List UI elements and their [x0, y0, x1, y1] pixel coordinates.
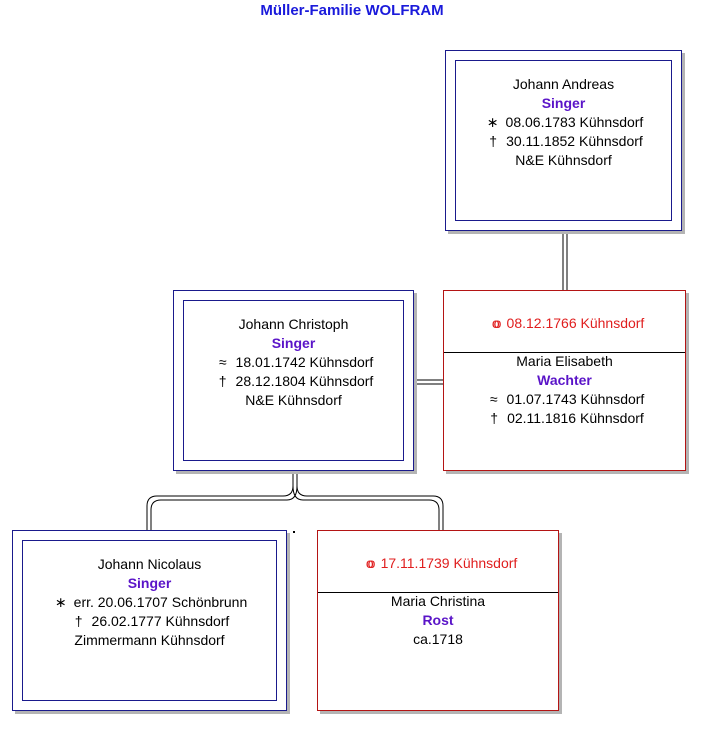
- birth-icon: ∗: [54, 594, 67, 610]
- spouse-birth: ca.1718: [413, 631, 463, 647]
- spouse-details: Maria Elisabeth Wachter ≈ 01.07.1743 Küh…: [444, 352, 685, 428]
- baptism-line: ≈ 01.07.1743 Kühnsdorf: [444, 390, 685, 409]
- chart-title: Müller-Familie WOLFRAM: [260, 2, 444, 19]
- spouse-box-maria-elisabeth[interactable]: oo 08.12.1766 Kühnsdorf Maria Elisabeth …: [443, 290, 686, 471]
- death-icon: †: [489, 133, 498, 149]
- spouse-name: Maria Christina: [390, 593, 486, 609]
- person-note: N&E Kühnsdorf: [515, 152, 612, 168]
- person-details: Johann Christoph Singer ≈ 18.01.1742 Küh…: [174, 315, 413, 410]
- marriage-rings-icon: oo: [365, 555, 376, 571]
- death-line: † 02.11.1816 Kühnsdorf: [444, 409, 685, 428]
- spouse-details: Maria Christina Rost ca.1718: [318, 592, 558, 649]
- person-name: Johann Nicolaus: [97, 556, 202, 572]
- connector-line-3b: [150, 470, 298, 530]
- birth-date: err. 20.06.1707 Schönbrunn: [73, 594, 248, 610]
- person-note: Zimmermann Kühnsdorf: [74, 632, 225, 648]
- spouse-divider: [318, 592, 558, 593]
- baptism-icon: ≈: [218, 354, 227, 370]
- person-details: Johann Andreas Singer ∗ 08.06.1783 Kühns…: [446, 75, 681, 170]
- birth-date: 08.06.1783 Kühnsdorf: [505, 114, 644, 130]
- birth-icon: ∗: [486, 114, 499, 130]
- marriage-rings-icon: oo: [491, 315, 502, 331]
- marriage-date: 08.12.1766 Kühnsdorf: [506, 315, 645, 331]
- death-date: 28.12.1804 Kühnsdorf: [235, 373, 374, 389]
- death-date: 26.02.1777 Kühnsdorf: [91, 613, 230, 629]
- spouse-name: Maria Elisabeth: [516, 353, 613, 369]
- person-note: N&E Kühnsdorf: [245, 392, 342, 408]
- death-line: † 26.02.1777 Kühnsdorf: [13, 612, 286, 631]
- marriage-line: oo 08.12.1766 Kühnsdorf: [444, 315, 685, 331]
- person-surname: Singer: [271, 335, 316, 351]
- death-icon: †: [490, 410, 499, 426]
- death-line: † 28.12.1804 Kühnsdorf: [174, 372, 413, 391]
- death-date: 30.11.1852 Kühnsdorf: [506, 133, 643, 149]
- marriage-date: 17.11.1739 Kühnsdorf: [380, 555, 518, 571]
- connector-line-3c: [292, 470, 440, 530]
- baptism-icon: ≈: [489, 391, 498, 407]
- marriage-line: oo 17.11.1739 Kühnsdorf: [318, 555, 558, 571]
- spouse-divider: [444, 352, 685, 353]
- baptism-date: 18.01.1742 Kühnsdorf: [235, 354, 374, 370]
- person-box-johann-christoph[interactable]: Johann Christoph Singer ≈ 18.01.1742 Küh…: [173, 290, 414, 471]
- birth-line: ∗ err. 20.06.1707 Schönbrunn: [13, 593, 286, 612]
- connector-line-3a: [146, 470, 294, 530]
- person-details: Johann Nicolaus Singer ∗ err. 20.06.1707…: [13, 555, 286, 650]
- spouse-surname: Wachter: [537, 372, 592, 388]
- baptism-line: ≈ 18.01.1742 Kühnsdorf: [174, 353, 413, 372]
- person-surname: Singer: [127, 575, 172, 591]
- person-name: Johann Christoph: [238, 316, 349, 332]
- person-box-johann-andreas[interactable]: Johann Andreas Singer ∗ 08.06.1783 Kühns…: [445, 50, 682, 231]
- person-box-inner-border: [455, 60, 672, 221]
- death-date: 02.11.1816 Kühnsdorf: [507, 410, 644, 426]
- birth-line: ∗ 08.06.1783 Kühnsdorf: [446, 113, 681, 132]
- person-box-johann-nicolaus[interactable]: Johann Nicolaus Singer ∗ err. 20.06.1707…: [12, 530, 287, 711]
- person-surname: Singer: [541, 95, 586, 111]
- baptism-date: 01.07.1743 Kühnsdorf: [506, 391, 645, 407]
- death-icon: †: [218, 373, 227, 389]
- connector-dot: [293, 531, 295, 533]
- death-line: † 30.11.1852 Kühnsdorf: [446, 132, 681, 151]
- person-box-inner-border: [22, 540, 277, 701]
- connector-line-3d: [296, 470, 444, 530]
- person-box-inner-border: [183, 300, 404, 461]
- person-name: Johann Andreas: [512, 76, 615, 92]
- spouse-box-maria-christina[interactable]: oo 17.11.1739 Kühnsdorf Maria Christina …: [317, 530, 559, 711]
- spouse-surname: Rost: [422, 612, 454, 628]
- death-icon: †: [74, 613, 83, 629]
